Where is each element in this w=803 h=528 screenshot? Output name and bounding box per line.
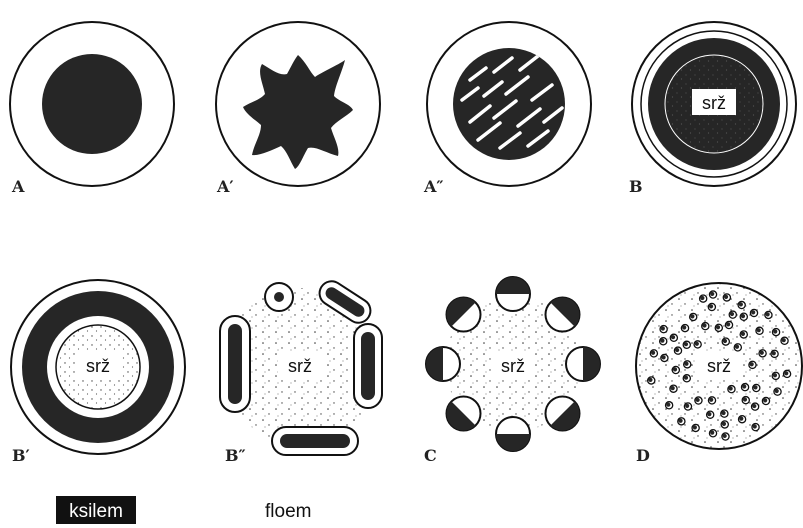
- panel-c-bundle: [496, 417, 530, 451]
- panel-a-prime: A′: [216, 22, 380, 196]
- panel-b-pith-label: srž: [702, 93, 726, 113]
- panel-d-label: D: [636, 446, 650, 465]
- panel-c-bundle: [447, 396, 481, 430]
- panel-a-xylem-core: [42, 54, 142, 154]
- panel-c-bundle: [496, 277, 530, 311]
- panel-b: srž B: [629, 22, 796, 196]
- panel-a-double-prime: A″: [423, 22, 591, 196]
- panel-a-prime-label: A′: [216, 177, 234, 196]
- panel-c-bundle: [426, 347, 460, 381]
- legend: ksilem floem: [56, 496, 311, 524]
- panel-c-label: C: [424, 446, 437, 465]
- panel-a: A: [10, 22, 174, 196]
- panel-b-label: B: [629, 177, 643, 196]
- legend-xylem-label: ksilem: [69, 501, 123, 522]
- panel-b-double-prime-bundle-bottom: [272, 427, 358, 455]
- panel-b-double-prime-bundle-left: [220, 316, 250, 412]
- panel-c-bundle: [566, 347, 600, 381]
- panel-b-prime-label: B′: [12, 446, 30, 465]
- panel-c: srž C: [424, 277, 600, 465]
- panel-b-double-prime-label: B″: [225, 446, 246, 465]
- panel-c-bundle: [545, 298, 579, 332]
- panel-b-double-prime-pith-label: srž: [288, 356, 312, 376]
- panel-c-pith-label: srž: [501, 356, 525, 376]
- panel-b-double-prime-bundle-right: [354, 324, 382, 408]
- panel-d-pith-label: srž: [707, 356, 731, 376]
- panel-a-label: A: [11, 177, 25, 196]
- panel-d: srž D: [636, 283, 802, 465]
- panel-b-prime: srž B′: [11, 280, 185, 465]
- legend-phloem-label: floem: [265, 501, 311, 522]
- panel-c-bundle: [545, 396, 579, 430]
- panel-c-bundle: [447, 298, 481, 332]
- panel-a-double-prime-label: A″: [423, 177, 444, 196]
- panel-b-double-prime: srž B″: [220, 277, 382, 465]
- panel-b-prime-pith-label: srž: [86, 356, 110, 376]
